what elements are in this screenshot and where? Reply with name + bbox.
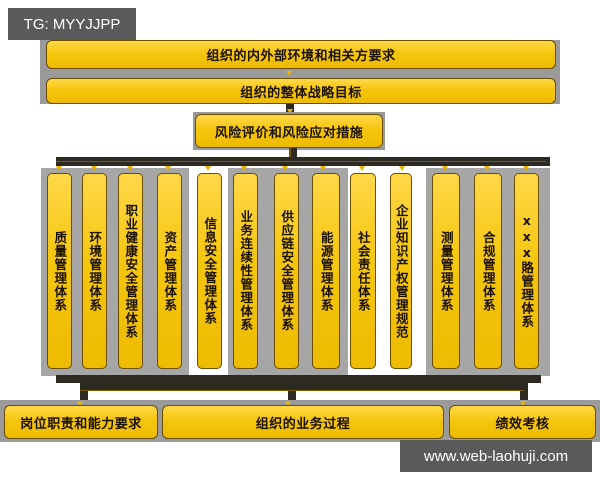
watermark-top-text: TG: MYYJJPP [23, 15, 121, 33]
connector-risk-down [289, 148, 291, 158]
bottom-collector-bar [56, 375, 541, 383]
arrow-down-icon [77, 401, 83, 406]
watermark-bottom-text: www.web-laohuji.com [423, 447, 569, 465]
arrow-down-icon [91, 166, 97, 171]
top-distribution-line [56, 161, 546, 162]
watermark-tag-top: TG: MYYJJPP [8, 8, 136, 40]
system-label: 企业知识产权管理规范 [393, 203, 409, 339]
system-supply-chain: 供应链安全管理体系 [274, 173, 299, 369]
strategic-goals-label: 组织的整体战略目标 [240, 85, 362, 101]
system-ohs: 职业健康安全管理体系 [118, 173, 143, 369]
bottom-drop-left [80, 391, 88, 401]
system-social-responsibility: 社会责任体系 [350, 173, 376, 369]
arrow-down-icon [442, 166, 448, 171]
arrow-down-icon [520, 401, 526, 406]
arrow-down-icon [285, 401, 291, 406]
risk-assessment-box: 风险评价和风险应对措施 [195, 114, 383, 148]
bottom-distribution-bar [80, 383, 528, 391]
arrow-down-icon [359, 166, 365, 171]
environment-requirements-label: 组织的内外部环境和相关方要求 [206, 49, 396, 64]
arrow-down-icon [523, 166, 529, 171]
arrow-down-icon [282, 166, 288, 171]
system-label: 社会责任体系 [355, 230, 371, 312]
system-business-continuity: 业务连续性管理体系 [233, 173, 258, 369]
system-label: 资产管理体系 [162, 230, 178, 312]
performance-evaluation-box: 绩效考核 [449, 405, 596, 439]
system-asset: 资产管理体系 [157, 173, 182, 369]
arrow-down-icon [287, 109, 293, 114]
strategic-goals-box: 组织的整体战略目标 [46, 78, 556, 104]
system-compliance: 合规管理体系 [474, 173, 502, 369]
connector-risk-down-bg [291, 148, 297, 158]
system-measurement: 测量管理体系 [432, 173, 460, 369]
arrow-down-icon [320, 166, 326, 171]
bottom-drop-center [288, 391, 296, 401]
system-infosec: 信息安全管理体系 [197, 173, 222, 369]
system-quality: 质量管理体系 [47, 173, 72, 369]
job-responsibilities-box: 岗位职责和能力要求 [4, 405, 158, 439]
arrow-down-icon [205, 166, 211, 171]
arrow-down-icon [484, 166, 490, 171]
arrow-down-icon [241, 166, 247, 171]
system-label: 测量管理体系 [438, 230, 454, 312]
system-label: 合规管理体系 [480, 230, 496, 312]
environment-requirements-box: 组织的内外部环境和相关方要求 [46, 40, 556, 69]
system-energy: 能源管理体系 [312, 173, 340, 369]
arrow-down-icon [165, 166, 171, 171]
system-label: 信息安全管理体系 [202, 217, 218, 325]
system-label: 能源管理体系 [318, 230, 334, 312]
arrow-down-icon [127, 166, 133, 171]
arrow-down-icon [399, 166, 405, 171]
performance-evaluation-label: 绩效考核 [495, 416, 550, 432]
risk-assessment-label: 风险评价和风险应对措施 [214, 125, 364, 141]
system-anti-bribery: xxx賂管理体系 [514, 173, 539, 369]
arrow-down-icon [56, 166, 62, 171]
system-label: 业务连续性管理体系 [238, 210, 254, 332]
system-label: 供应链安全管理体系 [279, 210, 295, 332]
arrow-down-icon [286, 71, 292, 76]
system-label: xxx賂管理体系 [519, 213, 535, 329]
system-label: 质量管理体系 [52, 230, 68, 312]
bottom-distribution-line [80, 390, 524, 391]
system-label: 环境管理体系 [87, 230, 103, 312]
watermark-tag-bottom: www.web-laohuji.com [400, 440, 592, 472]
business-process-label: 组织的业务过程 [255, 416, 351, 432]
job-responsibilities-label: 岗位职责和能力要求 [20, 416, 142, 432]
system-environment: 环境管理体系 [82, 173, 107, 369]
system-ip: 企业知识产权管理规范 [390, 173, 412, 369]
bottom-drop-right [520, 391, 528, 401]
business-process-box: 组织的业务过程 [162, 405, 444, 439]
system-label: 职业健康安全管理体系 [123, 203, 139, 339]
